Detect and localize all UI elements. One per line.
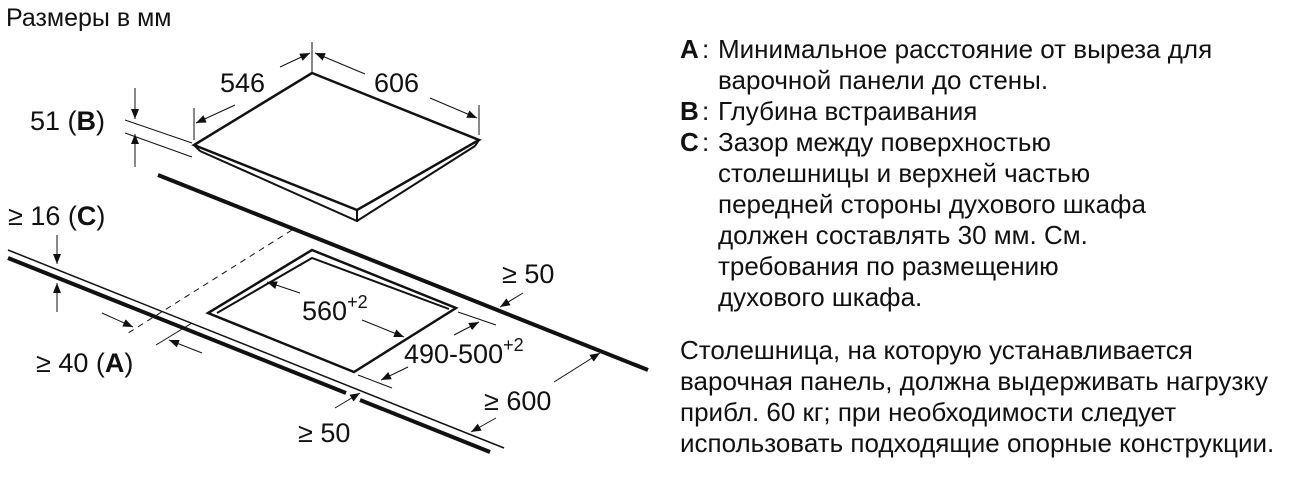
note-text: Глубина встраивания <box>718 96 978 126</box>
note-key: B <box>680 96 699 126</box>
back-margin-label: ≥ 50 <box>502 259 554 289</box>
note-a: A:Минимальное расстояние от выреза для в… <box>680 34 1300 96</box>
note-text: Зазор между поверхностью столешницы и ве… <box>718 127 1146 312</box>
note-key: A <box>680 34 699 64</box>
hob-width-label: 606 <box>374 68 419 98</box>
legend-notes: A:Минимальное расстояние от выреза для в… <box>680 34 1300 459</box>
width-606-arrow <box>314 52 366 75</box>
note-text: Минимальное расстояние от выреза для вар… <box>718 34 1213 95</box>
note-c: C:Зазор между поверхностью столешницы и … <box>680 127 1300 313</box>
note-b: B:Глубина встраивания <box>680 96 1300 127</box>
cutout-width-label: 560+2 <box>302 292 368 326</box>
worktop-depth-label: ≥ 600 <box>484 386 551 416</box>
dimensions-title: Размеры в мм <box>6 4 172 32</box>
hob-depth-label: 546 <box>220 68 265 98</box>
worktop-back-edge <box>157 173 649 372</box>
front-margin-label: ≥ 50 <box>298 418 350 448</box>
cutout <box>205 248 459 374</box>
depth-546-arrow <box>195 104 236 124</box>
cutout-depth-label: 490-500+2 <box>404 335 524 369</box>
install-depth-label: 51 (B) <box>30 106 105 136</box>
gap-label: ≥ 16 (C) <box>8 201 105 231</box>
note-key: C <box>680 127 699 157</box>
worktop-front-edge <box>7 249 505 449</box>
load-note: Столешница, на которую устанавливается в… <box>680 335 1275 458</box>
wall-distance-label: ≥ 40 (A) <box>36 348 133 378</box>
